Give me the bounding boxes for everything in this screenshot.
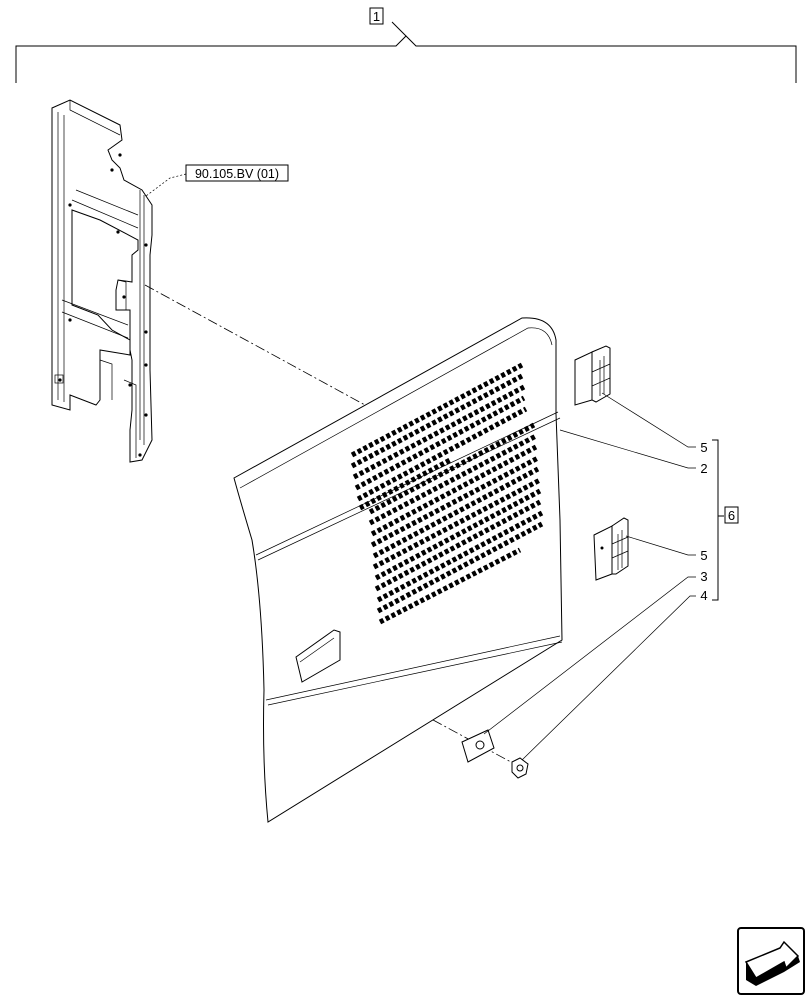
callout-hinge-lower[interactable]: 5 — [700, 548, 707, 563]
door-panel — [233, 317, 563, 823]
perforated-grille — [350, 362, 544, 625]
hinge-centerline — [144, 284, 366, 406]
assembly-bracket: 1 — [15, 7, 797, 83]
screw — [511, 757, 529, 779]
kit-bracket: 6 — [712, 439, 739, 601]
hinge-upper — [574, 345, 611, 406]
next-page-arrow-icon[interactable] — [737, 927, 805, 995]
callout-panel[interactable]: 2 — [700, 461, 707, 476]
callout-latch-plate[interactable]: 3 — [700, 569, 707, 584]
reference-label[interactable]: 90.105.BV (01) — [195, 167, 279, 181]
support-frame — [51, 99, 153, 463]
reference-callout: 90.105.BV (01) — [145, 164, 289, 197]
callout-assembly[interactable]: 1 — [373, 9, 380, 24]
callout-screw[interactable]: 4 — [700, 588, 707, 603]
latch-plate — [461, 729, 495, 763]
callout-hinge-upper[interactable]: 5 — [700, 440, 707, 455]
callout-kit[interactable]: 6 — [728, 508, 735, 523]
hinge-lower — [593, 517, 629, 581]
leader-lines — [483, 392, 696, 761]
